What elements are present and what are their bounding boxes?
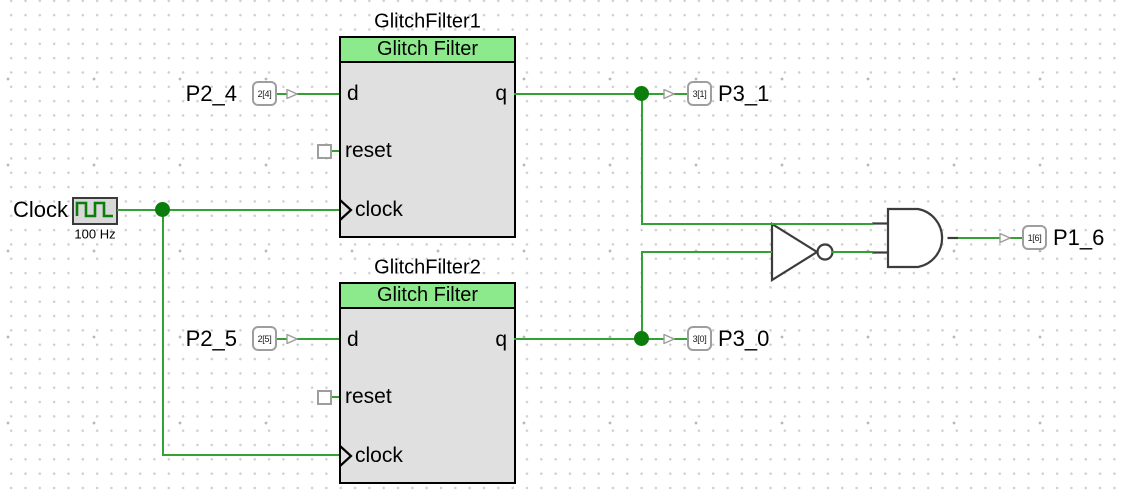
glitchfilter2-port-d: d xyxy=(347,328,359,351)
glitchfilter2-reset-pin-box[interactable] xyxy=(317,390,332,405)
not-gate[interactable] xyxy=(765,215,840,290)
wire[interactable] xyxy=(277,338,339,340)
glitchfilter1-title: GlitchFilter1 xyxy=(374,10,481,33)
clock-source-label: Clock xyxy=(12,197,68,222)
wire[interactable] xyxy=(331,150,339,152)
output-pin-p3-1[interactable]: 3[1] xyxy=(687,81,712,106)
square-wave-icon xyxy=(75,197,115,226)
input-pin-p2-5[interactable]: 2[5] xyxy=(252,326,277,351)
glitchfilter2-block[interactable]: Glitch Filter d q reset clock xyxy=(339,282,516,484)
wire[interactable] xyxy=(958,237,1022,239)
glitchfilter1-port-q: q xyxy=(495,82,507,105)
output-pin-p1-6[interactable]: 1[6] xyxy=(1022,225,1047,250)
glitchfilter2-header: Glitch Filter xyxy=(341,284,514,309)
glitchfilter1-reset-pin-box[interactable] xyxy=(317,144,332,159)
glitchfilter1-block[interactable]: Glitch Filter d q reset clock xyxy=(339,36,516,238)
clock-edge-icon xyxy=(339,445,353,472)
glitchfilter1-port-d: d xyxy=(347,82,359,105)
wire[interactable] xyxy=(641,251,643,340)
output-pin-label-p3-0: P3_0 xyxy=(718,326,770,351)
signal-direction-arrow-icon xyxy=(286,334,298,344)
glitchfilter1-port-reset: reset xyxy=(345,139,392,162)
wire[interactable] xyxy=(277,93,339,95)
wire[interactable] xyxy=(641,223,873,225)
signal-direction-arrow-icon xyxy=(663,89,675,99)
wire[interactable] xyxy=(162,209,164,456)
wire-junction-dot xyxy=(634,331,649,346)
wire-junction-dot xyxy=(155,202,170,217)
glitchfilter2-port-reset: reset xyxy=(345,385,392,408)
wire[interactable] xyxy=(331,396,339,398)
and-gate[interactable] xyxy=(865,200,965,278)
wire[interactable] xyxy=(832,251,873,253)
wire-junction-dot xyxy=(634,86,649,101)
glitchfilter2-port-q: q xyxy=(495,328,507,351)
glitchfilter2-title: GlitchFilter2 xyxy=(374,256,481,279)
wire[interactable] xyxy=(514,93,687,95)
output-pin-label-p1-6: P1_6 xyxy=(1053,225,1105,250)
wire[interactable] xyxy=(514,338,687,340)
signal-direction-arrow-icon xyxy=(999,233,1011,243)
glitchfilter1-header: Glitch Filter xyxy=(341,38,514,63)
input-pin-p2-4[interactable]: 2[4] xyxy=(252,81,277,106)
input-pin-label-p2-4: P2_4 xyxy=(185,81,237,106)
wire[interactable] xyxy=(641,93,643,224)
wire[interactable] xyxy=(641,251,772,253)
signal-direction-arrow-icon xyxy=(286,89,298,99)
input-pin-label-p2-5: P2_5 xyxy=(185,326,237,351)
wire[interactable] xyxy=(162,454,339,456)
glitchfilter2-port-clock: clock xyxy=(355,444,403,467)
output-pin-p3-0[interactable]: 3[0] xyxy=(687,326,712,351)
glitchfilter1-port-clock: clock xyxy=(355,198,403,221)
wire[interactable] xyxy=(117,209,339,211)
clock-frequency-label: 100 Hz xyxy=(74,226,116,242)
clock-edge-icon xyxy=(339,199,353,226)
output-pin-label-p3-1: P3_1 xyxy=(718,81,770,106)
signal-direction-arrow-icon xyxy=(663,334,675,344)
clock-source[interactable] xyxy=(72,197,118,225)
